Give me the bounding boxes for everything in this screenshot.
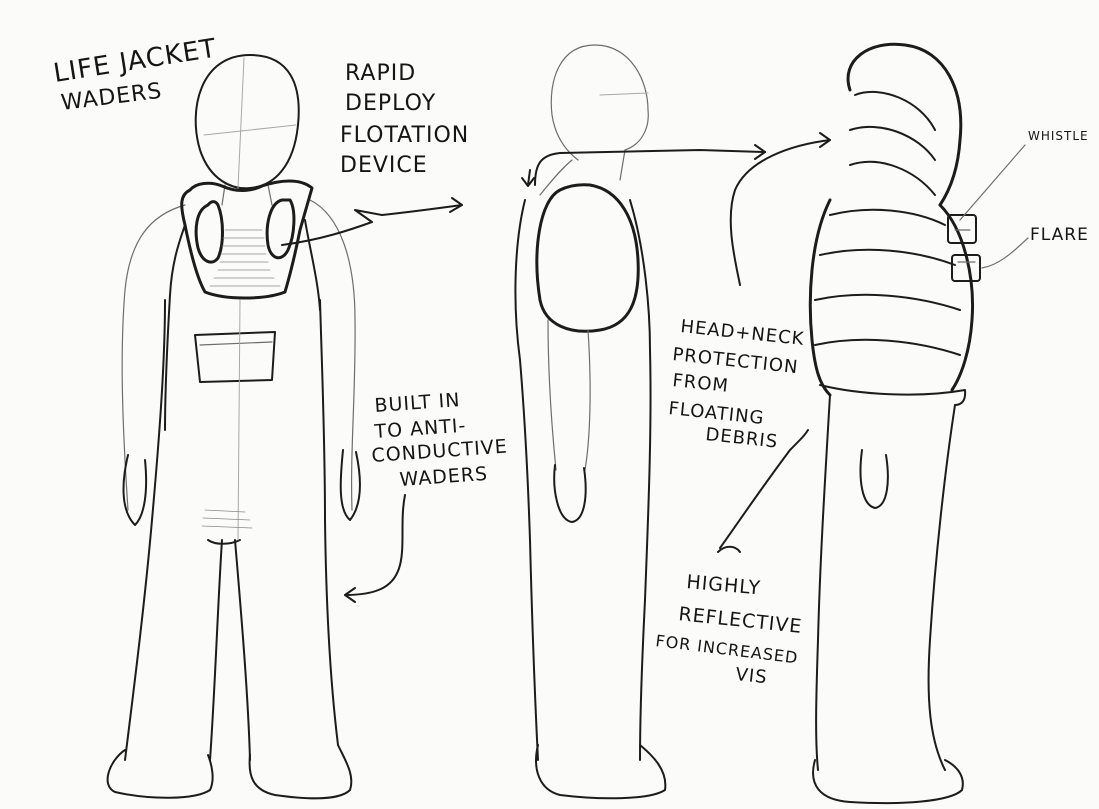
hood-ribs xyxy=(850,92,935,195)
inflated-front-edge xyxy=(940,205,973,390)
side-head-back xyxy=(551,45,595,160)
note-rapid-line-1: RAPID xyxy=(345,61,416,86)
note-rapid-line-3: FLOTATION xyxy=(340,123,469,148)
front-right-arm xyxy=(310,200,355,510)
inflated-ribs xyxy=(815,210,960,355)
side-arm-back xyxy=(548,320,556,470)
front-head-guide xyxy=(238,58,244,188)
note-head-line-3: FROM xyxy=(671,370,729,397)
side-flotation-pad xyxy=(537,185,638,332)
front-wader-right-edge xyxy=(320,300,338,745)
arrow-head-neck xyxy=(731,140,830,285)
inflated-belt xyxy=(820,385,965,405)
arrow-built-in xyxy=(345,495,405,595)
front-wader-inner-left xyxy=(210,540,222,760)
side-view-figure xyxy=(515,45,665,798)
note-flare: FLARE xyxy=(1030,225,1089,245)
arrow-side-to-hood xyxy=(535,150,765,185)
note-built-line-4: WADERS xyxy=(399,463,489,491)
front-head-guide-h xyxy=(204,125,296,135)
side-boot xyxy=(536,745,665,798)
note-rapid-deploy: RAPID DEPLOY FLOTATION DEVICE xyxy=(340,61,469,178)
front-left-strap xyxy=(165,225,185,430)
inflated-view-figure xyxy=(810,44,980,803)
note-built-line-1: BUILT IN xyxy=(374,389,461,417)
side-head-front xyxy=(595,45,648,180)
front-center-guide xyxy=(238,300,240,540)
front-head xyxy=(196,55,299,188)
note-head-line-1: HEAD+NECK xyxy=(679,316,805,350)
side-front-edge xyxy=(630,200,651,760)
front-collar-left-loop xyxy=(196,202,222,262)
inflated-hand xyxy=(861,450,888,508)
front-collar-shading xyxy=(210,230,280,286)
inflated-boot xyxy=(813,760,963,803)
note-reflective-line-3: FOR INCREASED xyxy=(655,631,800,667)
note-head-neck: HEAD+NECK PROTECTION FROM FLOATING DEBRI… xyxy=(667,316,805,452)
title-line-1: LIFE JACKET xyxy=(51,33,219,88)
note-head-line-5: DEBRIS xyxy=(704,424,779,452)
note-reflective-line-2: REFLECTIVE xyxy=(677,603,803,638)
front-wader-left-edge xyxy=(125,300,165,760)
front-wader-inner-right xyxy=(235,540,250,760)
front-crotch-shading xyxy=(202,510,252,528)
hood-outline xyxy=(848,44,961,205)
side-neck xyxy=(540,160,572,195)
side-head-guide xyxy=(600,93,648,95)
side-arm-front xyxy=(585,330,590,470)
arrow-side-down xyxy=(522,170,534,186)
front-right-hand xyxy=(341,450,360,520)
front-pocket-flap xyxy=(200,342,272,345)
front-right-strap xyxy=(305,220,320,310)
leader-whistle xyxy=(960,145,1025,220)
note-rapid-line-2: DEPLOY xyxy=(345,91,436,116)
note-reflective: HIGHLY REFLECTIVE FOR INCREASED VIS xyxy=(655,571,804,688)
front-left-boot xyxy=(108,750,213,798)
sketch-title: LIFE JACKET WADERS xyxy=(51,33,219,115)
note-built-in: BUILT IN TO ANTI- CONDUCTIVE WADERS xyxy=(371,389,509,491)
front-view-figure xyxy=(108,55,360,798)
inflated-front-leg xyxy=(929,405,955,770)
inflated-back-leg xyxy=(816,395,830,770)
front-collar-right-loop xyxy=(267,200,294,258)
note-rapid-line-4: DEVICE xyxy=(340,153,428,178)
note-reflective-line-4: VIS xyxy=(734,664,768,688)
note-reflective-line-1: HIGHLY xyxy=(686,571,762,599)
leader-flare xyxy=(982,238,1028,268)
side-hand xyxy=(554,465,585,522)
side-back-edge xyxy=(515,200,538,760)
front-right-boot xyxy=(250,745,352,798)
front-pocket xyxy=(195,332,275,382)
annotation-arrows xyxy=(282,133,1028,602)
note-whistle: WHISTLE xyxy=(1028,129,1089,143)
front-left-arm xyxy=(122,205,185,510)
